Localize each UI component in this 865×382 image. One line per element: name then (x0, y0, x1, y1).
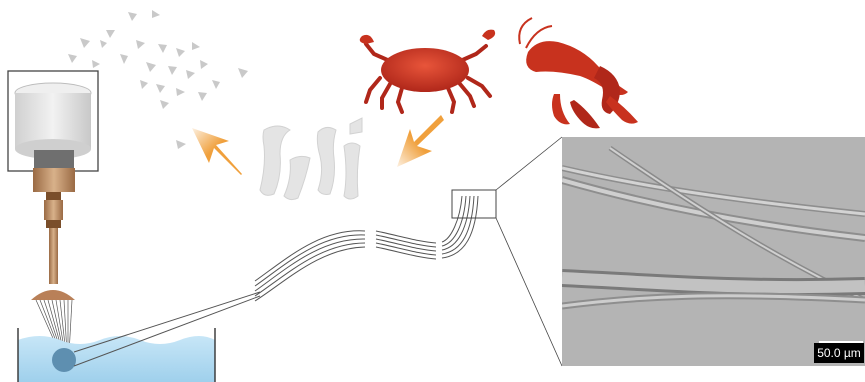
zoom-indicator (452, 137, 562, 366)
crab-icon (360, 30, 495, 112)
process-arrow-right (397, 115, 444, 167)
shell-fragments-icon (260, 118, 362, 200)
spinneret-icon (8, 71, 98, 300)
crayfish-icon (519, 18, 638, 128)
coagulation-bath-icon (18, 328, 215, 382)
process-arrow-left (192, 128, 242, 175)
fiber-collector-icon (52, 348, 76, 372)
chitin-flakes-icon (68, 10, 248, 149)
scale-bar-label: 50.0 µm (814, 343, 864, 363)
micrograph-image (562, 137, 865, 366)
